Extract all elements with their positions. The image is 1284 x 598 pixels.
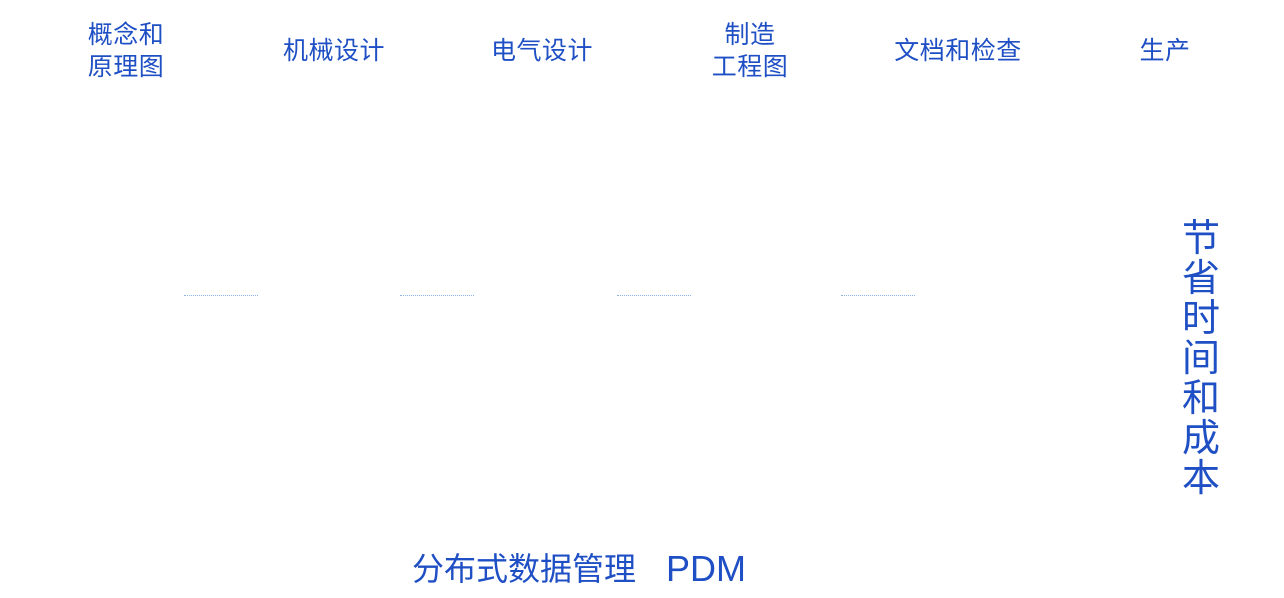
- connector-line: [617, 295, 691, 296]
- step-manufacturing-drawings: 制造 工程图: [711, 20, 789, 81]
- connector-line: [841, 295, 915, 296]
- pdm-abbreviation: PDM: [666, 548, 746, 589]
- save-time-cost-tagline: 节 省 时 间 和 成 本: [1181, 216, 1220, 500]
- connector-line: [184, 295, 258, 296]
- connector-line: [400, 295, 474, 296]
- step-mechanical-design: 机械设计: [282, 36, 385, 65]
- step-concept-schematic: 概念和 原理图: [87, 20, 165, 81]
- step-documentation-inspection: 文档和检查: [894, 36, 1022, 65]
- step-production: 生产: [1139, 36, 1191, 65]
- step-electrical-design: 电气设计: [490, 36, 593, 65]
- pdm-title: 分布式数据管理: [412, 550, 637, 588]
